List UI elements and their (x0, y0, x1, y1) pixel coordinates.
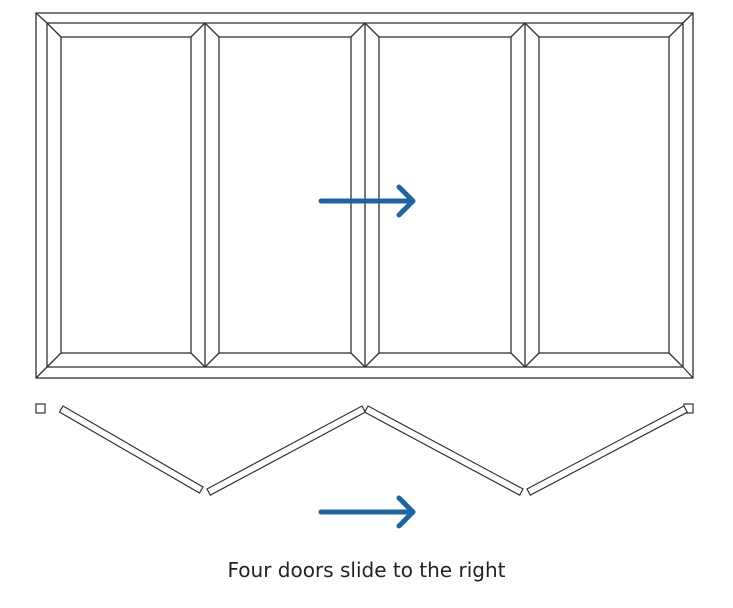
caption: Four doors slide to the right (227, 558, 506, 582)
folded-door-leaf (526, 405, 689, 496)
bevel-line (204, 22, 220, 38)
bevel-line (364, 22, 380, 38)
bevel-line (364, 352, 380, 368)
bevel-line (190, 352, 206, 368)
bevel-line (524, 352, 540, 368)
bevel-line (350, 22, 366, 38)
glass-pane (218, 36, 352, 354)
arrow-right-icon (318, 184, 416, 218)
door-panel (364, 22, 526, 368)
bevel-line (204, 352, 220, 368)
bevel-line (510, 352, 526, 368)
bevel-line (190, 22, 206, 38)
bevel-line (46, 22, 62, 38)
folded-door-leaf (206, 405, 367, 496)
glass-pane (538, 36, 670, 354)
door-panel (46, 22, 206, 368)
folded-door-leaf (363, 405, 524, 496)
door-elevation (35, 12, 694, 379)
bevel-line (510, 22, 526, 38)
glass-pane (378, 36, 512, 354)
bevel-line (668, 352, 684, 368)
frame-miter (35, 366, 48, 379)
bevel-line (524, 22, 540, 38)
frame-miter (682, 366, 694, 379)
folded-door-leaf (58, 405, 204, 494)
glass-pane (60, 36, 192, 354)
door-panel (204, 22, 366, 368)
frame-miter (682, 12, 694, 24)
frame-miter (35, 12, 48, 24)
arrow-right-icon (318, 495, 416, 529)
door-panel (524, 22, 684, 368)
door-plan-view (35, 403, 694, 496)
bevel-line (350, 352, 366, 368)
jamb-left (35, 403, 46, 414)
bevel-line (668, 22, 684, 38)
outer-frame (35, 12, 694, 379)
bevel-line (46, 352, 62, 368)
